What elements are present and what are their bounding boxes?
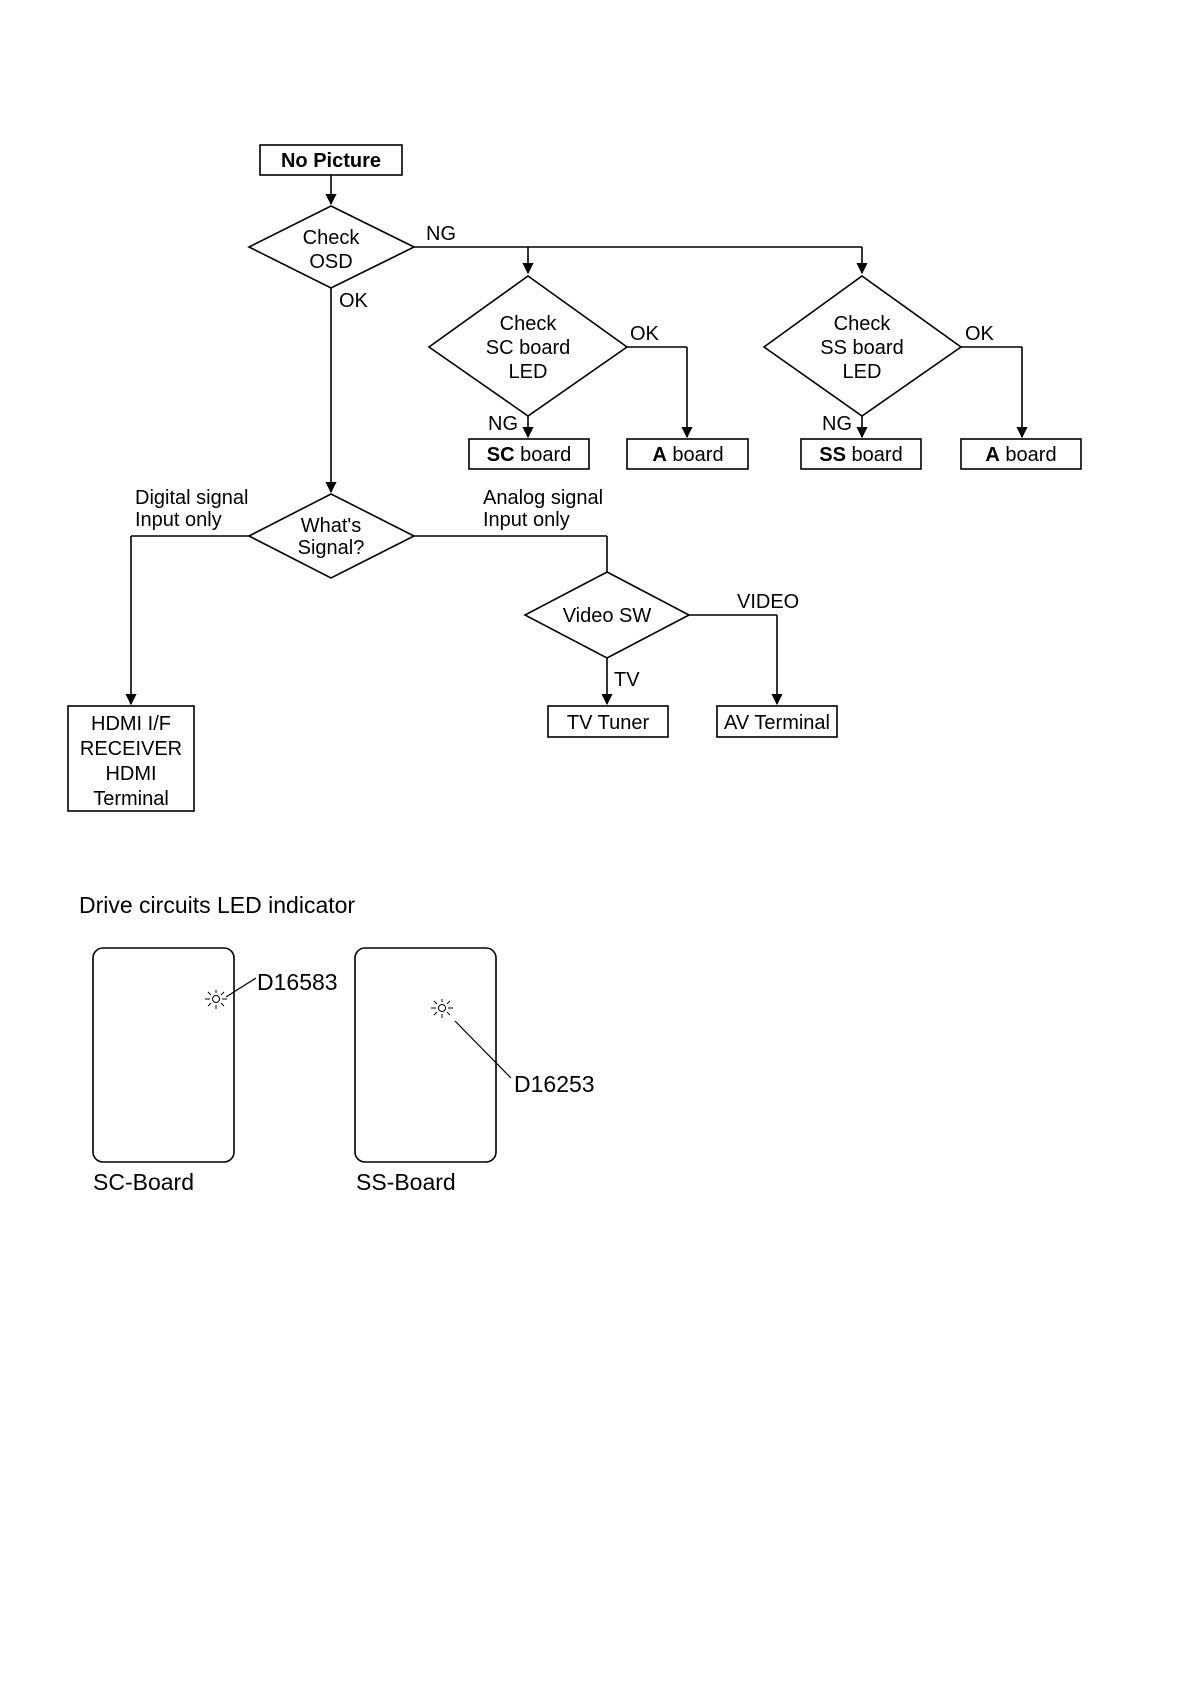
av-terminal-label: AV Terminal bbox=[724, 712, 830, 734]
video-sw-label: Video SW bbox=[563, 605, 652, 627]
check-osd-line1: Check bbox=[303, 227, 361, 249]
check-osd-line2: OSD bbox=[309, 251, 352, 273]
ss-board-label: SS board bbox=[819, 444, 902, 466]
check-sc-line3: LED bbox=[509, 361, 548, 383]
check-sc-line1: Check bbox=[500, 313, 558, 335]
ss-led-icon bbox=[431, 999, 453, 1018]
check-sc-line2: SC board bbox=[486, 337, 571, 359]
ss-ng-label: NG bbox=[822, 413, 852, 435]
digital-label-line2: Input only bbox=[135, 509, 222, 531]
a-board-label-2: A board bbox=[985, 444, 1056, 466]
video-label: VIDEO bbox=[737, 591, 799, 613]
av-terminal-box bbox=[716, 705, 838, 738]
led-section-title: Drive circuits LED indicator bbox=[79, 892, 355, 918]
whats-signal-line2: Signal? bbox=[298, 537, 365, 559]
hdmi-line2: RECEIVER bbox=[80, 738, 182, 760]
ss-board-outline bbox=[354, 947, 497, 1163]
ss-board-caption: SS-Board bbox=[356, 1169, 456, 1195]
digital-label-line1: Digital signal bbox=[135, 487, 248, 509]
check-ss-line3: LED bbox=[843, 361, 882, 383]
sc-board-caption: SC-Board bbox=[93, 1169, 194, 1195]
sc-led-icon bbox=[205, 990, 227, 1009]
check-ss-line2: SS board bbox=[820, 337, 903, 359]
sc-board-box bbox=[468, 438, 590, 470]
whats-signal-diamond bbox=[247, 493, 416, 579]
a-board-box-2 bbox=[960, 438, 1082, 470]
sc-board-label: SC board bbox=[487, 444, 572, 466]
ss-board-box bbox=[800, 438, 922, 470]
osd-ok-label: OK bbox=[339, 290, 369, 312]
hdmi-line3: HDMI bbox=[105, 763, 156, 785]
sc-ok-label: OK bbox=[630, 323, 660, 345]
sc-led-label: D16583 bbox=[257, 969, 338, 995]
analog-label-line1: Analog signal bbox=[483, 487, 603, 509]
ss-led-label: D16253 bbox=[514, 1071, 595, 1097]
whats-signal-line1: What's bbox=[301, 515, 362, 537]
osd-ng-label: NG bbox=[426, 223, 456, 245]
tv-label: TV bbox=[614, 669, 640, 691]
hdmi-box bbox=[67, 705, 195, 812]
no-picture-box bbox=[259, 144, 403, 176]
tv-tuner-label: TV Tuner bbox=[567, 712, 650, 734]
a-board-box-1 bbox=[626, 438, 749, 470]
a-board-label-1: A board bbox=[652, 444, 723, 466]
ss-led-leader bbox=[454, 1020, 512, 1079]
sc-ng-label: NG bbox=[488, 413, 518, 435]
analog-label-line2: Input only bbox=[483, 509, 570, 531]
sc-board-outline bbox=[92, 947, 235, 1163]
hdmi-line1: HDMI I/F bbox=[91, 713, 171, 735]
check-ss-line1: Check bbox=[834, 313, 892, 335]
tv-tuner-box bbox=[547, 705, 669, 738]
no-picture-label: No Picture bbox=[281, 150, 381, 172]
hdmi-line4: Terminal bbox=[93, 788, 169, 810]
ss-ok-label: OK bbox=[965, 323, 995, 345]
sc-led-leader bbox=[225, 977, 257, 998]
